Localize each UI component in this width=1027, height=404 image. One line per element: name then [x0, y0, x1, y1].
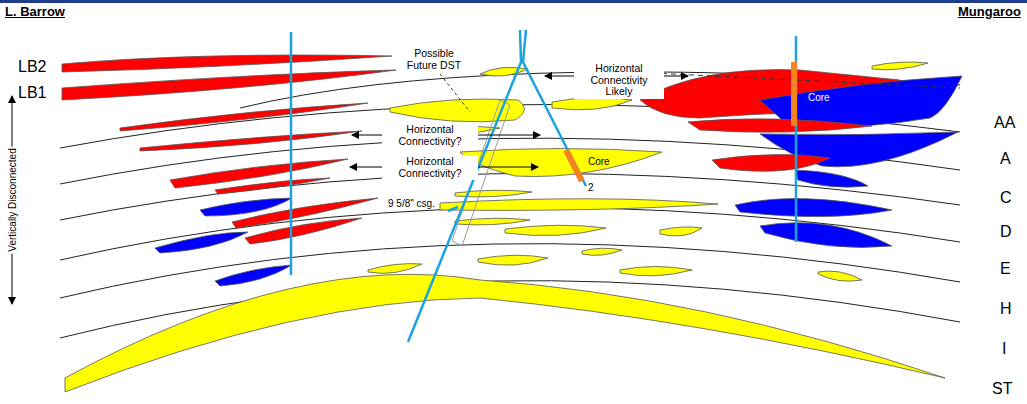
unit-label: I — [1002, 340, 1006, 358]
unit-label: D — [1000, 223, 1012, 241]
core-label: Core — [808, 92, 830, 103]
leader-line — [440, 74, 470, 112]
connectivity-note: Horizontal Connectivity Likely — [574, 62, 664, 99]
connectivity-note: Horizontal Connectivity? — [382, 123, 478, 148]
unit-label: AA — [994, 114, 1015, 132]
fluid-bodies — [62, 55, 962, 286]
column-title: L. Barrow — [5, 5, 65, 19]
core-interval — [791, 62, 797, 126]
unit-label: ST — [992, 380, 1012, 398]
wells — [291, 30, 796, 342]
casing-label: 9 5/8" csg. — [388, 198, 435, 209]
note: Possible Future DST — [398, 48, 470, 71]
axis-note: Vertically Disconnected — [7, 146, 18, 253]
unit-label: H — [1000, 300, 1012, 318]
column-title: Mungaroo — [958, 5, 1021, 19]
unit-label: LB1 — [18, 84, 46, 102]
unit-label: LB2 — [18, 58, 46, 76]
unit-label: C — [1000, 189, 1012, 207]
core-interval — [566, 150, 582, 181]
connectivity-note: Horizontal Connectivity? — [382, 155, 478, 180]
header-bar — [0, 0, 1027, 3]
unit-label: A — [1000, 150, 1011, 168]
arrows — [12, 76, 688, 304]
core-label: Core — [588, 156, 610, 167]
callout-number: 2 — [588, 182, 594, 193]
unit-label: E — [1000, 260, 1011, 278]
